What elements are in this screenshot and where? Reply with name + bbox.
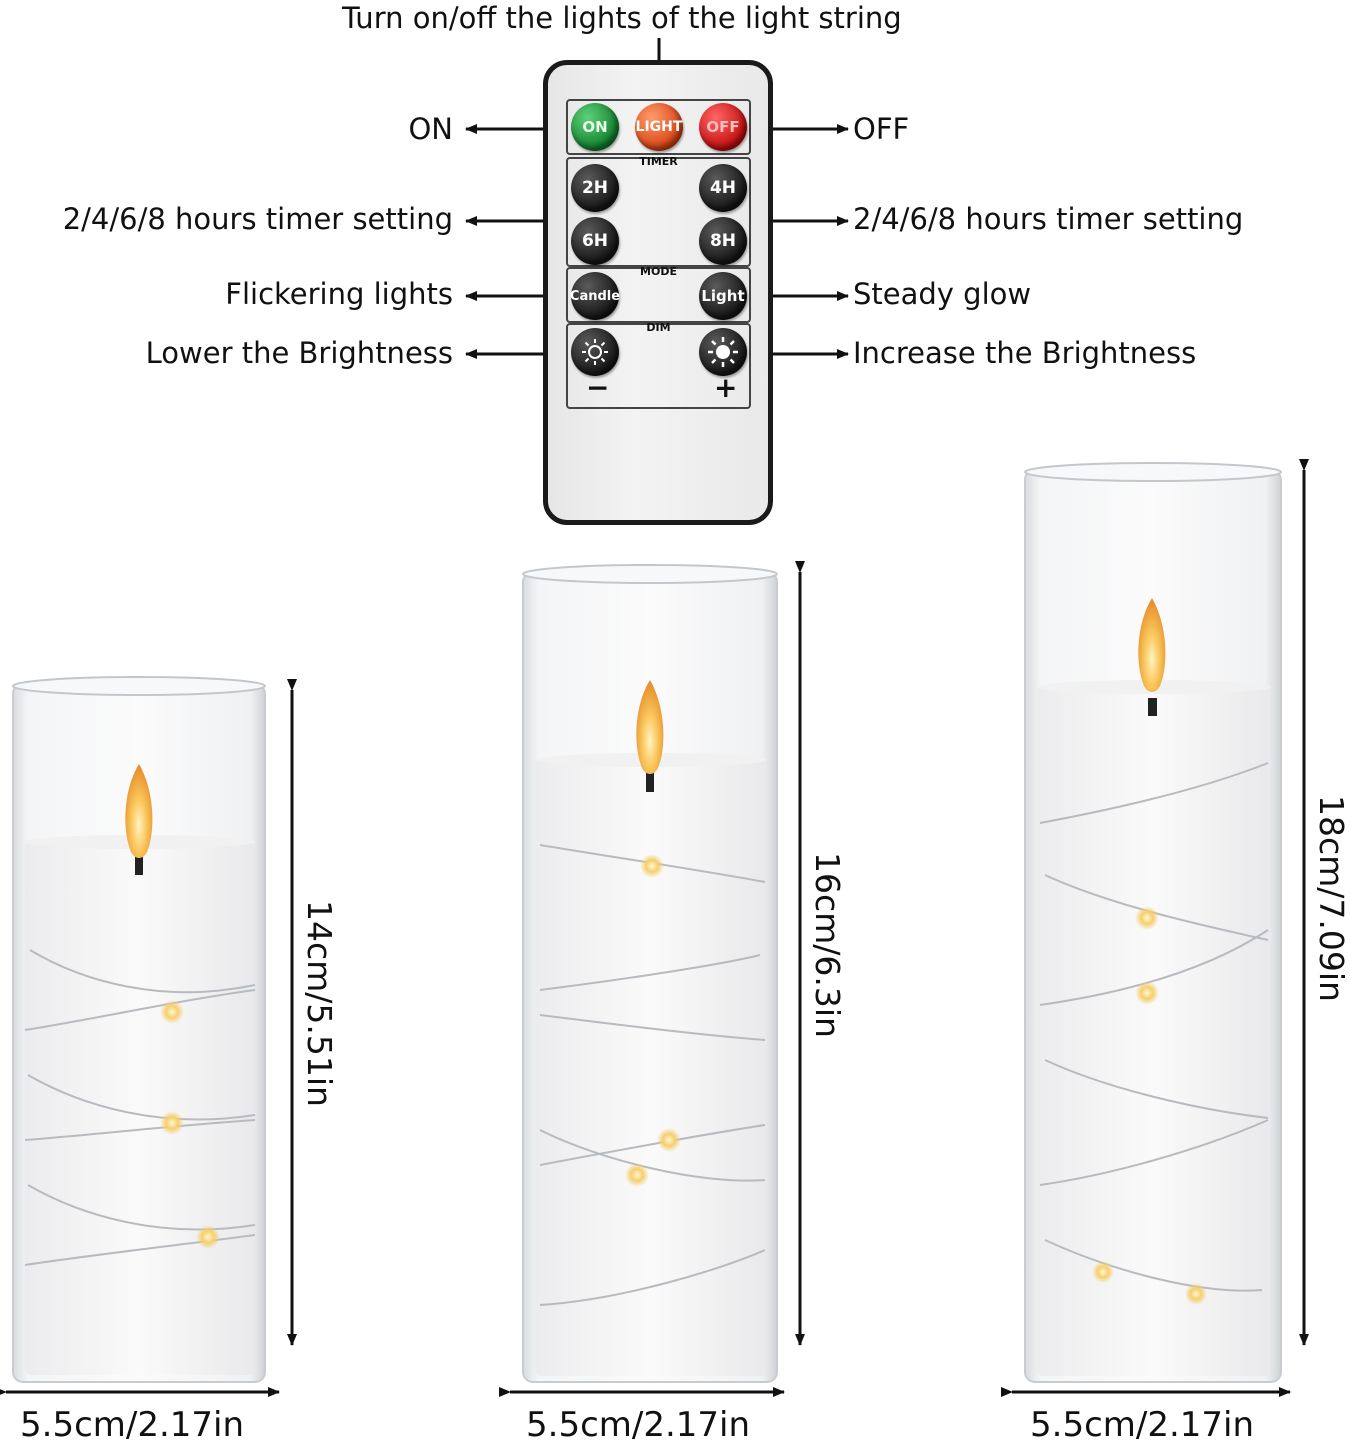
callout-timer-right: 2/4/6/8 hours timer setting (853, 202, 1244, 236)
timer-6h-button[interactable]: 6H (571, 217, 619, 265)
mode-panel: MODE Candle Light (566, 265, 751, 323)
callout-steady: Steady glow (853, 277, 1032, 311)
candle-short (12, 676, 266, 1383)
width-label-medium: 5.5cm/2.17in (526, 1405, 751, 1445)
callout-lower: Lower the Brightness (145, 336, 453, 370)
timer-2h-button[interactable]: 2H (571, 164, 619, 212)
off-button[interactable]: OFF (699, 103, 747, 151)
candle-tall (1024, 462, 1282, 1383)
dim-down-button[interactable] (571, 328, 619, 376)
candle-medium (522, 564, 778, 1383)
timer-panel: TIMER 2H 4H 6H 8H (566, 155, 751, 267)
dim-plus-sign: + (714, 371, 738, 404)
timer-8h-button[interactable]: 8H (699, 217, 747, 265)
callout-timer-left: 2/4/6/8 hours timer setting (62, 202, 453, 236)
callout-flicker: Flickering lights (225, 277, 453, 311)
width-label-tall: 5.5cm/2.17in (1030, 1405, 1255, 1445)
dim-up-button[interactable] (699, 328, 747, 376)
dim-minus-sign: − (586, 371, 610, 404)
timer-4h-button[interactable]: 4H (699, 164, 747, 212)
height-label-short: 14cm/5.51in (300, 900, 339, 1107)
light-string-button[interactable]: LIGHT (635, 103, 683, 151)
dim-section-label: DIM (646, 321, 671, 334)
sun-outline-icon (582, 339, 608, 365)
callout-on: ON (408, 112, 453, 146)
timer-section-label: TIMER (639, 155, 678, 168)
dim-panel: DIM − (566, 321, 751, 409)
remote-control: ON LIGHT OFF TIMER 2H 4H 6H 8H MODE Cand… (543, 60, 773, 525)
sun-filled-icon (708, 337, 738, 367)
height-label-medium: 16cm/6.3in (808, 852, 847, 1038)
on-button[interactable]: ON (571, 103, 619, 151)
power-panel: ON LIGHT OFF (566, 99, 751, 155)
callout-off: OFF (853, 112, 910, 146)
light-mode-button[interactable]: Light (699, 272, 747, 320)
candle-mode-button[interactable]: Candle (570, 272, 620, 320)
callout-top: Turn on/off the lights of the light stri… (342, 1, 902, 35)
width-label-short: 5.5cm/2.17in (20, 1405, 245, 1445)
callout-increase: Increase the Brightness (853, 336, 1197, 370)
mode-section-label: MODE (640, 265, 677, 278)
height-label-tall: 18cm/7.09in (1312, 795, 1350, 1002)
